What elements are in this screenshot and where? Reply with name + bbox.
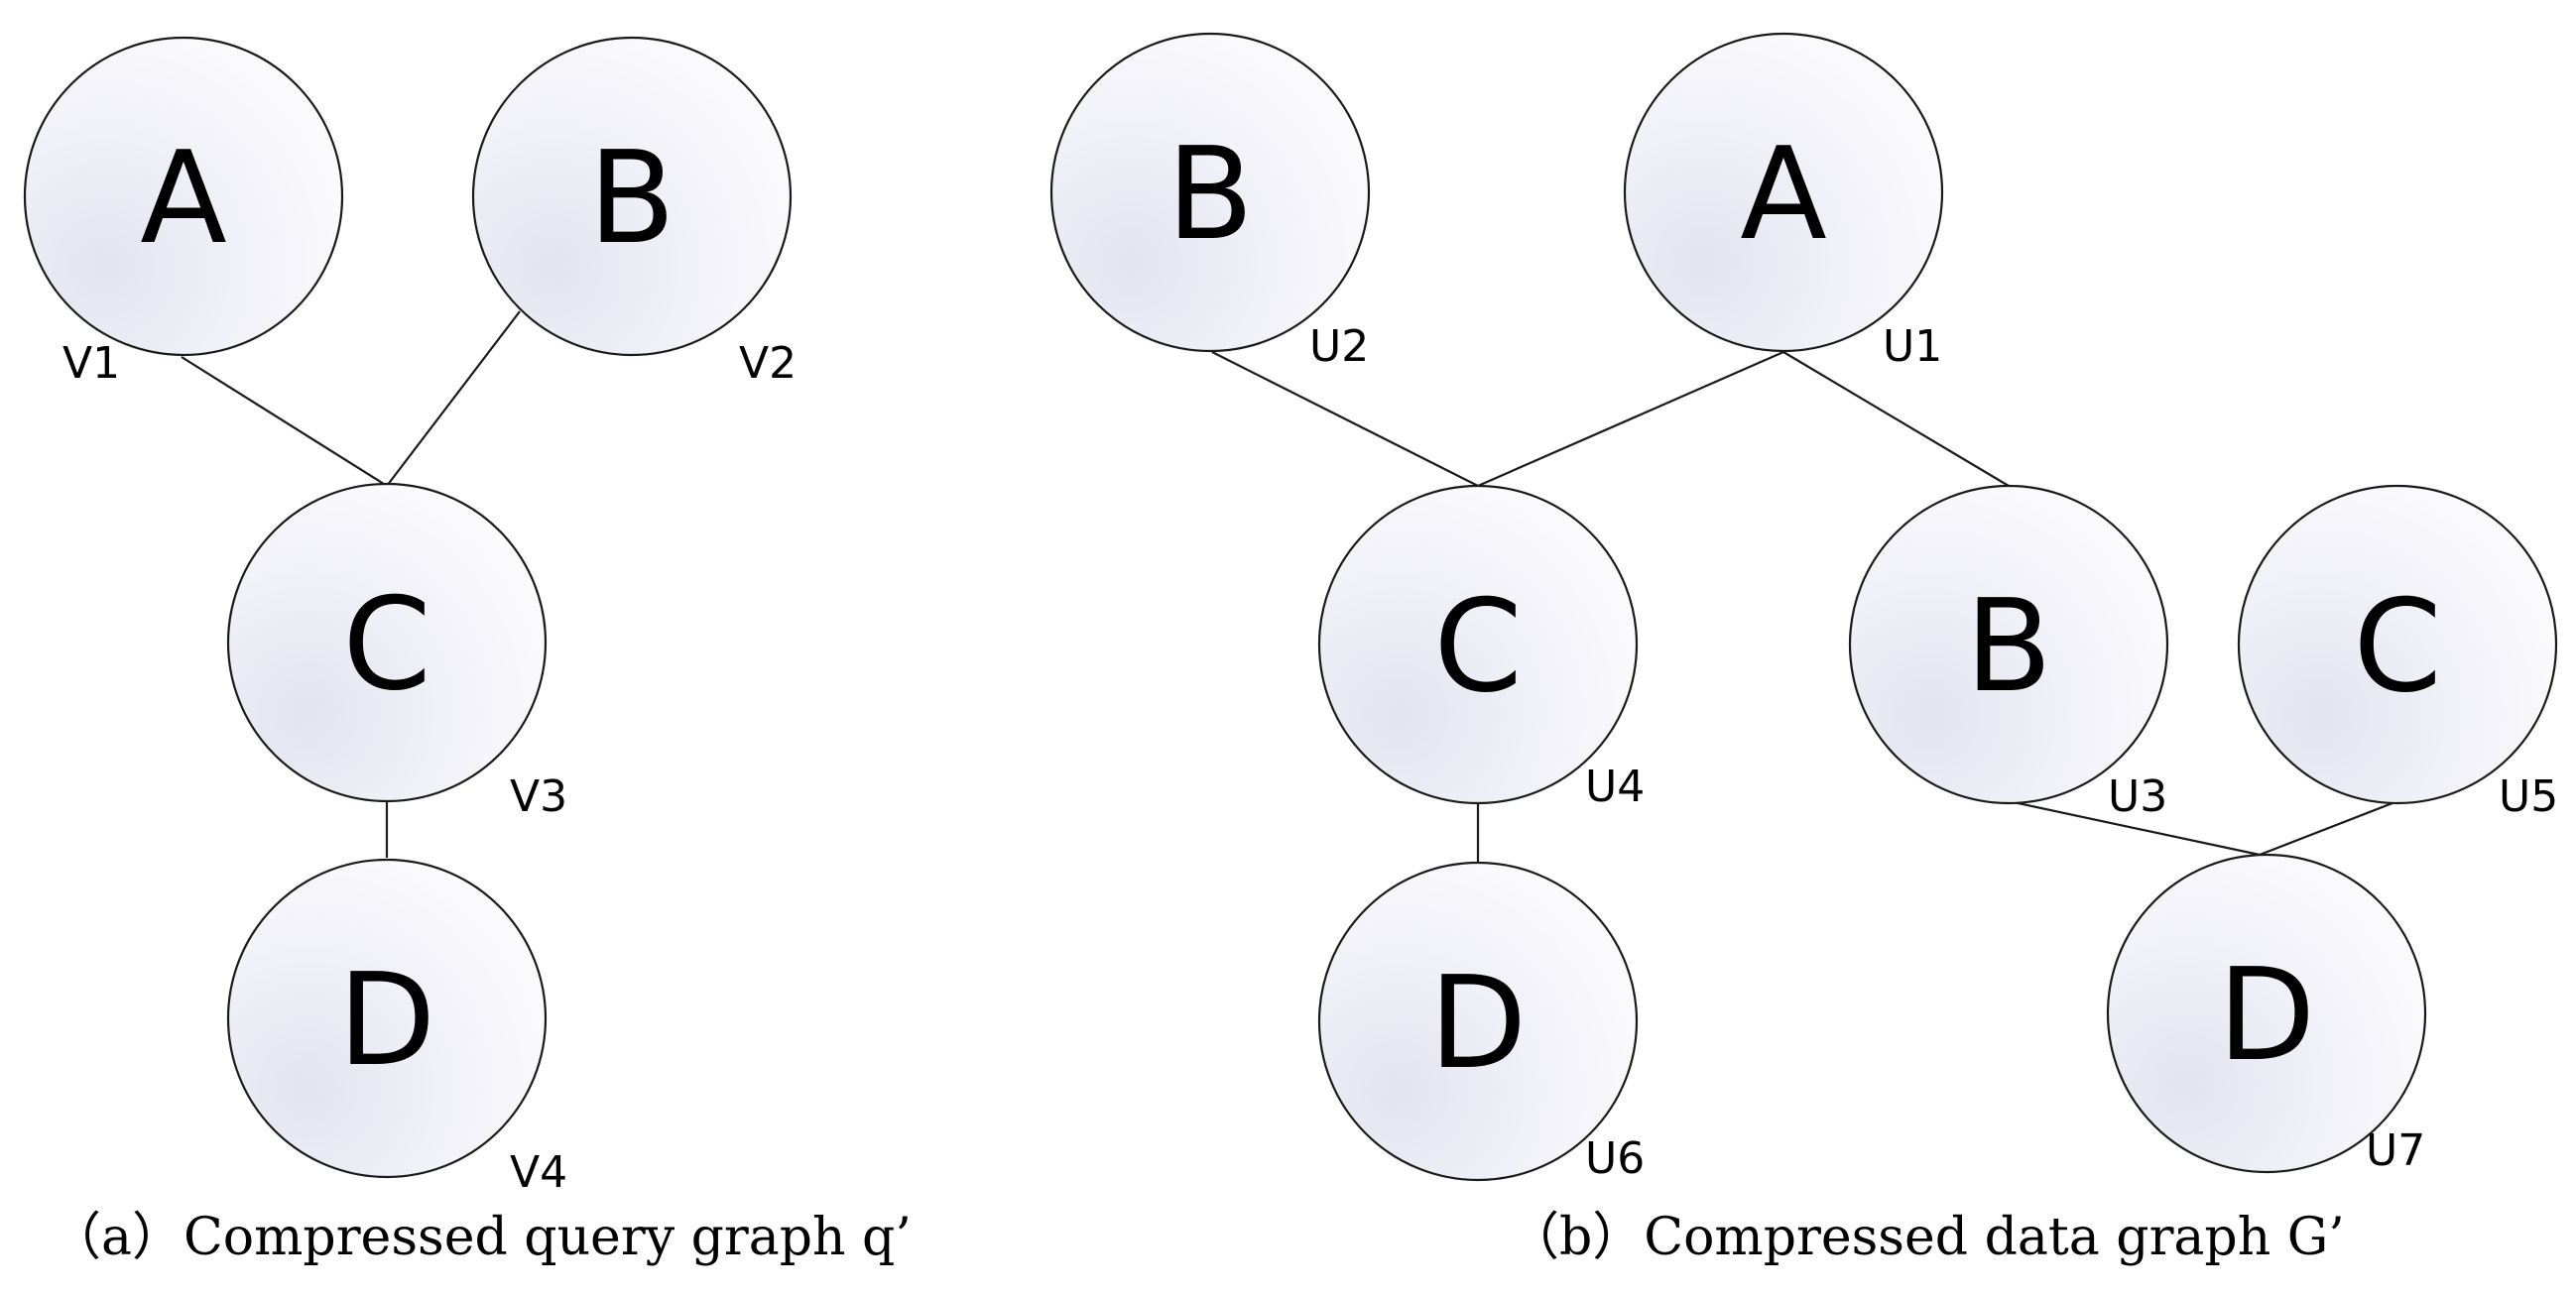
node-circle-u4 [1317,484,1639,805]
caption-query-graph: （a）Compressed query graph q’ [50,1208,912,1267]
node-v4: D V4 [226,858,567,1198]
node-letter-v1: A [140,125,227,273]
node-u5: C U5 [2237,484,2558,822]
node-u6: D U6 [1317,861,1645,1184]
node-tag-u1: U1 [1883,321,1942,372]
node-letter-u5: C [2353,573,2441,721]
node-tag-u2: U2 [1309,321,1369,372]
node-circle-v4 [226,858,548,1179]
node-tag-u5: U5 [2499,771,2558,822]
edge-u2-u4 [1211,351,1479,487]
node-u1: A U1 [1623,32,1944,372]
node-tag-v1: V1 [62,338,120,389]
node-v1: A V1 [23,36,344,389]
node-circle-v2 [471,36,793,357]
node-letter-v3: C [342,571,430,719]
node-circle-u1 [1623,32,1944,353]
node-circle-u2 [1049,32,1371,353]
node-circle-u7 [2106,853,2427,1174]
captions-layer: （a）Compressed query graph q’ （b）Compress… [50,1208,2345,1267]
node-u4: C U4 [1317,484,1645,812]
node-v3: C V3 [226,482,567,822]
edge-v2-v3 [386,310,521,487]
node-circle-u5 [2237,484,2558,805]
node-circle-u6 [1317,861,1639,1182]
node-tag-v3: V3 [510,771,567,822]
node-letter-v4: D [338,947,436,1095]
node-tag-u3: U3 [2108,771,2167,822]
node-letter-u7: D [2218,942,2316,1090]
node-circle-u3 [1848,484,2169,805]
node-letter-u3: B [1965,573,2052,721]
node-letter-v2: B [588,125,675,273]
node-circle-v1 [23,36,344,357]
caption-data-graph: （b）Compressed data graph G’ [1508,1208,2345,1267]
node-letter-u2: B [1166,121,1254,269]
edge-u1-u3 [1782,351,2010,487]
node-tag-v2: V2 [739,338,797,389]
node-tag-v4: V4 [510,1147,567,1198]
node-v2: B V2 [471,36,797,389]
node-u2: B U2 [1049,32,1371,372]
node-letter-u4: C [1433,573,1522,721]
node-letter-u6: D [1429,950,1528,1098]
node-circle-v3 [226,482,548,803]
node-u3: B U3 [1848,484,2169,822]
edge-v1-v3 [181,356,388,487]
edge-u5-u7 [2259,799,2398,857]
node-letter-u1: A [1740,121,1827,269]
edges-layer [181,310,2398,863]
node-u7: D U7 [2106,853,2427,1176]
node-tag-u6: U6 [1585,1133,1645,1184]
edge-u3-u7 [2008,799,2261,857]
edge-u1-u4 [1477,350,1784,488]
node-tag-u7: U7 [2366,1125,2425,1176]
node-tag-u4: U4 [1585,762,1645,812]
